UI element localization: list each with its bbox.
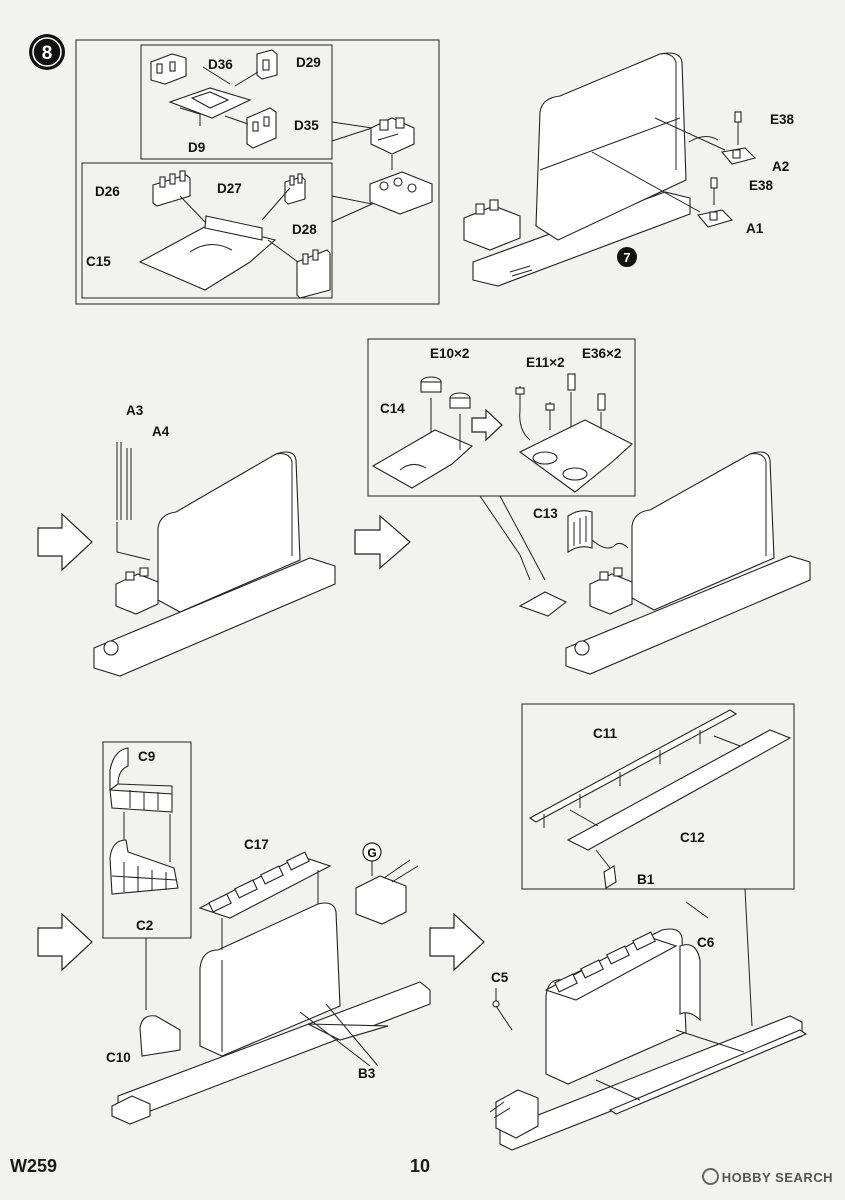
label-e10: E10×2 [430,346,469,361]
label-c2: C2 [136,918,153,933]
deck-detail-panel [521,703,795,890]
page-number: 10 [409,1156,431,1176]
part-c11-drawing [528,709,738,828]
label-a1: A1 [746,221,764,236]
part-c12-drawing [566,729,792,851]
bridge-top-drawing [370,117,415,155]
label-d35: D35 [294,118,319,133]
top-subassembly-panel [75,39,440,305]
part-b1-drawing [603,865,617,889]
label-d26: D26 [95,184,120,199]
label-c14: C14 [380,401,405,416]
label-e38-a: E38 [770,112,795,127]
part-a1-drawing [696,209,734,228]
arrow-bottom-left [37,912,93,972]
sail-assembly-middle-right [518,451,811,675]
bridge-base-drawing [369,171,433,215]
part-d9-drawing [168,87,252,126]
label-a2: A2 [772,159,789,174]
fairwater-detail-panel [102,741,192,939]
label-c11: C11 [593,726,618,741]
label-c17: C17 [244,837,269,852]
svg-text:G: G [367,846,376,860]
sail-assembly-top: 7 [463,52,757,287]
sail-assembly-middle-left [93,442,336,677]
part-labels: D36 D29 D35 D9 D26 D27 D28 C15 E38 A2 E3… [86,55,795,1081]
watermark-logo-icon [701,1168,719,1185]
arrow-bottom-right [429,912,485,972]
part-e38-a-drawing [734,111,742,145]
label-e38-b: E38 [749,178,774,193]
part-c5-drawing [492,988,500,1008]
label-d28: D28 [292,222,317,237]
sail-assembly-bottom-right [489,901,808,1151]
c14-assembled-drawing [518,419,633,493]
c17-installed-drawing [544,931,678,1001]
label-a3: A3 [126,403,144,418]
part-c9-drawing [109,747,173,813]
part-d36-drawing [150,53,187,85]
label-a4: A4 [152,424,170,439]
watermark: HOBBY SEARCH [701,1168,833,1185]
part-a2-drawing [720,147,757,165]
part-d29-drawing [256,49,278,80]
label-b1: B1 [637,872,655,887]
part-b3-drawing [307,1023,389,1041]
part-e38-b-drawing [710,177,718,205]
label-e36: E36×2 [582,346,621,361]
part-a3-drawing [116,442,122,520]
label-c9: C9 [138,749,155,764]
step-badge: 8 [29,34,65,70]
label-c12: C12 [680,830,705,845]
sail-assembly-bottom-left: G [111,842,431,1125]
part-c15-drawing [138,215,277,291]
part-c2-drawing [109,839,179,895]
label-b3: B3 [358,1066,376,1081]
part-e11-drawing [515,386,555,430]
part-d28-drawing [296,249,331,299]
part-d26-drawing [152,170,191,207]
label-e11: E11×2 [526,355,565,370]
svg-text:8: 8 [42,43,53,64]
part-c6-drawing [679,901,709,1022]
label-d9: D9 [188,140,205,155]
label-d36: D36 [208,57,233,72]
part-d35-drawing [246,107,277,149]
part-e10-drawing [420,376,471,450]
part-g-drawing: G [355,842,419,925]
arrow-middle-left [37,512,93,572]
label-d29: D29 [296,55,321,70]
label-c10: C10 [106,1050,131,1065]
label-c6: C6 [697,935,715,950]
label-c13: C13 [533,506,558,521]
periscope-detail-panel [367,338,636,497]
part-d27-drawing [284,173,306,205]
label-d27: D27 [217,181,242,196]
part-a4-drawing [126,448,132,520]
part-c10-drawing [111,1095,151,1125]
product-code: W259 [10,1156,58,1176]
svg-text:7: 7 [623,250,630,265]
label-c15: C15 [86,254,111,269]
arrow-middle-center [354,514,411,570]
part-c17-drawing [198,851,332,919]
label-c5: C5 [491,970,509,985]
part-c14-drawing [371,429,474,489]
part-c13-drawing [567,510,593,554]
